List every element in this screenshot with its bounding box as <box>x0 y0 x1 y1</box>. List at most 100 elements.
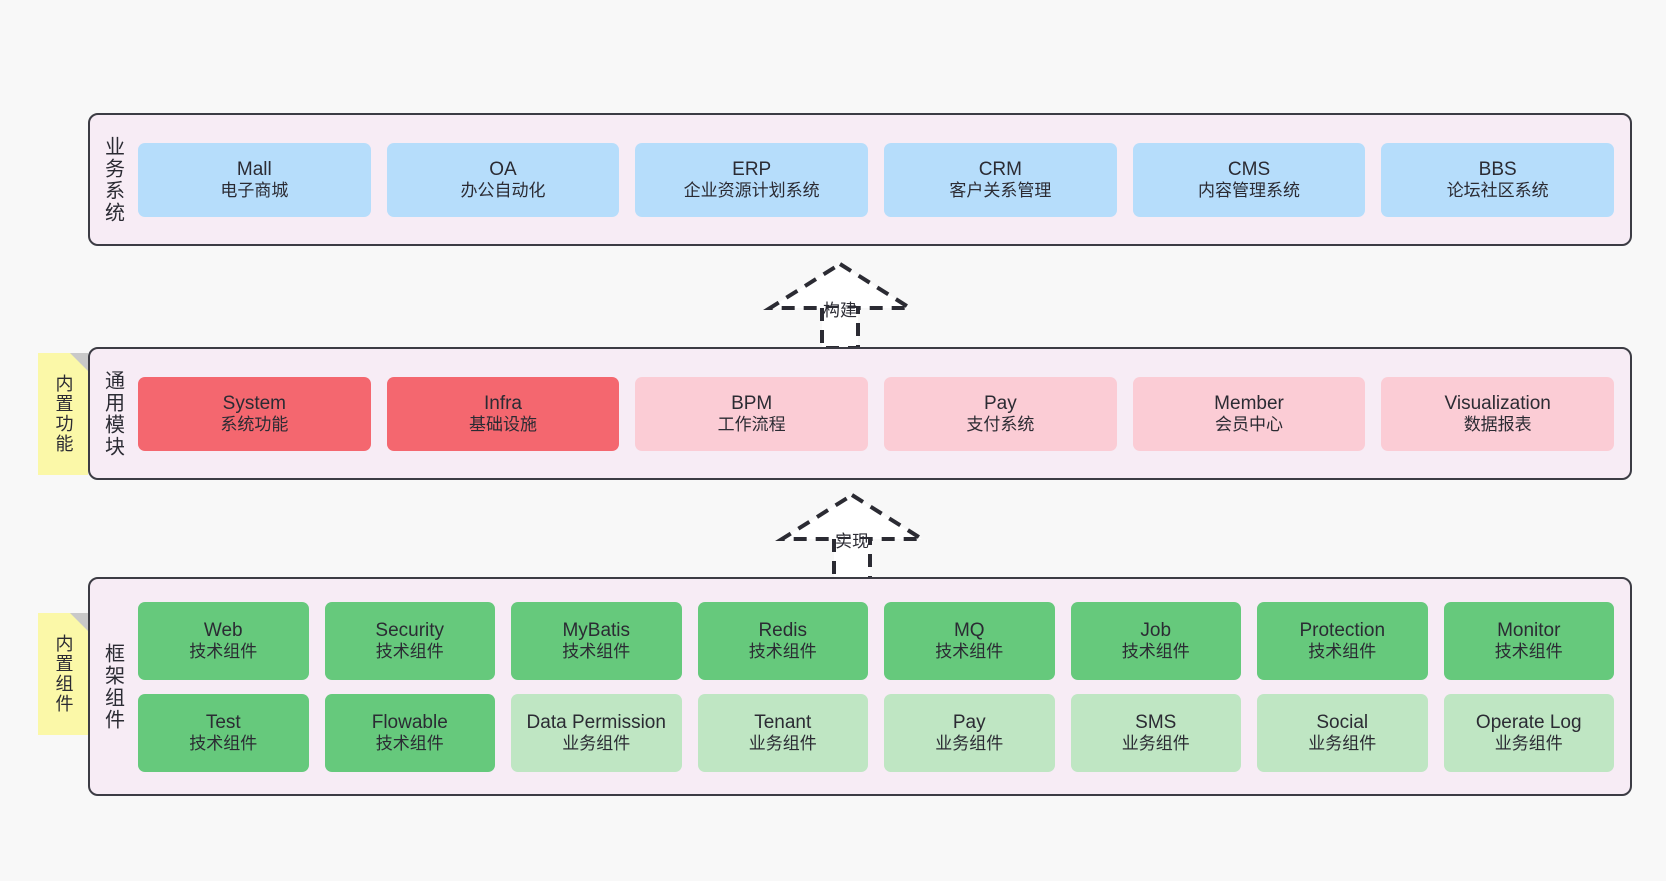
card-title-cn: 技术组件 <box>375 733 444 753</box>
card-pay[interactable]: Pay 支付系统 <box>884 376 1117 451</box>
card-system[interactable]: System 系统功能 <box>138 376 371 451</box>
card-title-cn: 业务组件 <box>935 733 1004 753</box>
card-title-en: ERP <box>732 158 772 180</box>
layer-body-common-module: System 系统功能 Infra 基础设施 BPM 工作流程 Pay 支付系统… <box>134 349 1630 478</box>
card-title-cn: 论坛社区系统 <box>1446 180 1549 200</box>
card-title-en: Pay <box>952 711 986 733</box>
card-title-cn: 技术组件 <box>1494 641 1563 661</box>
card-redis[interactable]: Redis 技术组件 <box>697 601 868 680</box>
layer-business-system: 业务系统 Mall 电子商城 OA 办公自动化 ERP 企业资源计划系统 CRM… <box>88 113 1632 246</box>
card-title-en: Test <box>205 711 241 733</box>
card-oa[interactable]: OA 办公自动化 <box>386 142 620 217</box>
card-bpm[interactable]: BPM 工作流程 <box>635 376 869 451</box>
note-builtin-function: 内置功能 <box>38 353 88 475</box>
card-infra[interactable]: Infra 基础设施 <box>386 376 620 451</box>
card-web[interactable]: Web 技术组件 <box>138 601 309 680</box>
card-title-cn: 系统功能 <box>220 414 289 434</box>
card-title-cn: 电子商城 <box>220 180 289 200</box>
layer-title-common-module: 通用模块 <box>101 369 124 458</box>
card-title-cn: 数据报表 <box>1463 414 1532 434</box>
card-title-en: BBS <box>1478 158 1517 180</box>
card-job[interactable]: Job 技术组件 <box>1070 601 1241 680</box>
card-title-en: Security <box>375 619 445 641</box>
card-title-cn: 办公自动化 <box>460 180 546 200</box>
card-mybatis[interactable]: MyBatis 技术组件 <box>511 601 682 680</box>
layer-body-business-system: Mall 电子商城 OA 办公自动化 ERP 企业资源计划系统 CRM 客户关系… <box>134 115 1630 244</box>
layer-common-module: 通用模块 System 系统功能 Infra 基础设施 BPM 工作流程 Pay… <box>88 347 1632 480</box>
card-title-cn: 业务组件 <box>1121 733 1190 753</box>
card-cms[interactable]: CMS 内容管理系统 <box>1132 142 1366 217</box>
arrow-implement: 实现 <box>772 489 932 581</box>
card-title-cn: 技术组件 <box>189 733 258 753</box>
card-title-cn: 客户关系管理 <box>949 180 1052 200</box>
card-pay-business[interactable]: Pay 业务组件 <box>884 693 1055 772</box>
card-title-cn: 技术组件 <box>375 641 444 661</box>
card-row: System 系统功能 Infra 基础设施 BPM 工作流程 Pay 支付系统… <box>138 376 1615 451</box>
card-title-en: SMS <box>1135 711 1177 733</box>
card-title-cn: 业务组件 <box>1494 733 1563 753</box>
card-crm[interactable]: CRM 客户关系管理 <box>884 142 1117 217</box>
card-title-cn: 技术组件 <box>1121 641 1190 661</box>
card-title-cn: 业务组件 <box>748 733 817 753</box>
card-title-en: CRM <box>978 158 1022 180</box>
card-title-en: Monitor <box>1497 619 1561 641</box>
card-operate-log[interactable]: Operate Log 业务组件 <box>1443 693 1614 772</box>
card-title-en: Member <box>1214 392 1284 414</box>
card-title-en: Protection <box>1299 619 1386 641</box>
card-flowable[interactable]: Flowable 技术组件 <box>324 693 495 772</box>
note-label: 内置功能 <box>53 374 74 454</box>
note-fold-icon <box>70 353 88 371</box>
note-builtin-component: 内置组件 <box>38 613 88 735</box>
card-title-en: Operate Log <box>1475 711 1582 733</box>
card-title-cn: 企业资源计划系统 <box>683 180 820 200</box>
card-tenant[interactable]: Tenant 业务组件 <box>697 693 868 772</box>
card-title-cn: 基础设施 <box>469 414 537 434</box>
card-title-cn: 会员中心 <box>1215 414 1284 434</box>
card-erp[interactable]: ERP 企业资源计划系统 <box>635 142 869 217</box>
card-monitor[interactable]: Monitor 技术组件 <box>1443 601 1614 680</box>
card-title-en: Tenant <box>754 711 812 733</box>
card-title-en: MyBatis <box>562 619 631 641</box>
card-mq[interactable]: MQ 技术组件 <box>884 601 1055 680</box>
card-title-en: CMS <box>1227 158 1271 180</box>
card-bbs[interactable]: BBS 论坛社区系统 <box>1381 142 1615 217</box>
card-title-en: Mall <box>236 158 272 180</box>
card-social[interactable]: Social 业务组件 <box>1257 693 1428 772</box>
card-title-cn: 工作流程 <box>717 414 786 434</box>
card-title-en: Infra <box>483 392 523 414</box>
card-title-en: Flowable <box>371 711 448 733</box>
card-title-cn: 业务组件 <box>1308 733 1377 753</box>
layer-framework-component: 框架组件 Web 技术组件 Security 技术组件 MyBatis 技术组件… <box>88 577 1632 796</box>
card-title-cn: 技术组件 <box>562 641 631 661</box>
layer-title-framework-component: 框架组件 <box>101 642 124 731</box>
card-title-en: Job <box>1140 619 1172 641</box>
card-title-en: Visualization <box>1444 392 1551 414</box>
card-title-en: Social <box>1316 711 1369 733</box>
card-title-en: OA <box>489 158 517 180</box>
card-title-en: Pay <box>983 392 1017 414</box>
card-title-cn: 支付系统 <box>966 414 1035 434</box>
card-title-en: BPM <box>731 392 773 414</box>
card-visualization[interactable]: Visualization 数据报表 <box>1381 376 1615 451</box>
card-test[interactable]: Test 技术组件 <box>138 693 309 772</box>
card-row: Test 技术组件 Flowable 技术组件 Data Permission … <box>138 693 1614 772</box>
card-title-cn: 业务组件 <box>562 733 631 753</box>
card-title-en: Data Permission <box>526 711 666 733</box>
card-protection[interactable]: Protection 技术组件 <box>1257 601 1428 680</box>
card-title-en: System <box>222 392 287 414</box>
card-data-permission[interactable]: Data Permission 业务组件 <box>511 693 682 772</box>
card-title-cn: 内容管理系统 <box>1198 180 1301 200</box>
card-title-cn: 技术组件 <box>748 641 817 661</box>
layer-body-framework-component: Web 技术组件 Security 技术组件 MyBatis 技术组件 Redi… <box>134 579 1630 794</box>
card-title-cn: 技术组件 <box>1308 641 1377 661</box>
card-sms[interactable]: SMS 业务组件 <box>1070 693 1241 772</box>
card-mall[interactable]: Mall 电子商城 <box>138 142 371 217</box>
note-fold-icon <box>70 613 88 631</box>
card-title-en: MQ <box>953 619 985 641</box>
card-title-en: Web <box>203 619 243 641</box>
card-row: Web 技术组件 Security 技术组件 MyBatis 技术组件 Redi… <box>138 601 1614 680</box>
card-security[interactable]: Security 技术组件 <box>324 601 495 680</box>
arrow-build: 构建 <box>760 258 920 350</box>
card-member[interactable]: Member 会员中心 <box>1132 376 1366 451</box>
